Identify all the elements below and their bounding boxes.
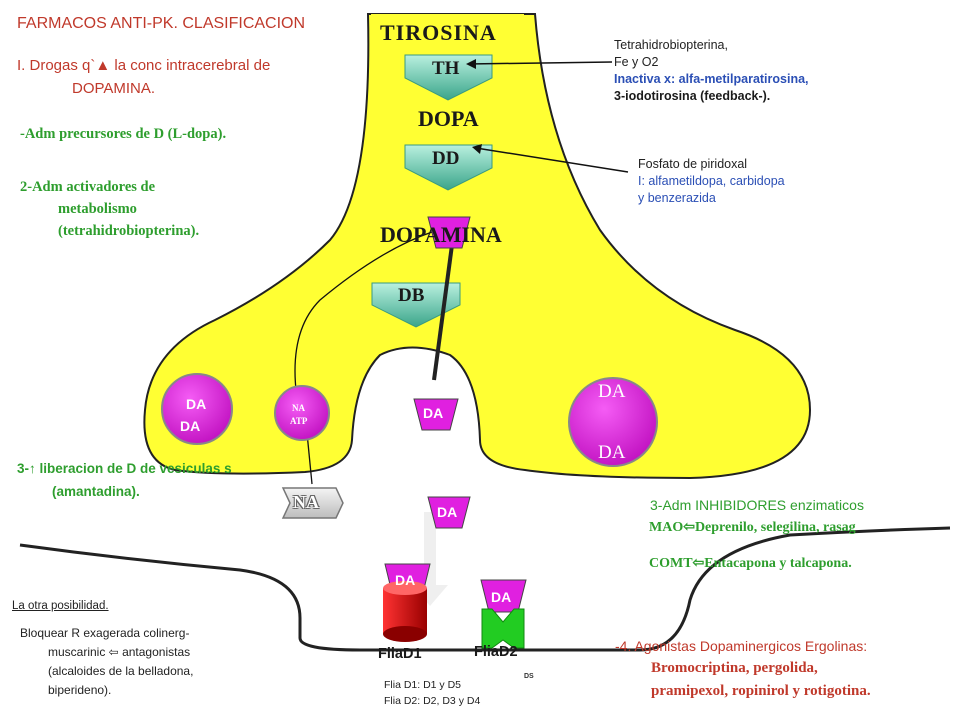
tirosina-box [371,14,524,48]
receptor-d2-label: FliaD2 [474,644,518,660]
dopamine-marker [427,216,471,249]
da-label-4: DA [491,589,512,605]
db-label: DB [398,285,425,306]
other-line4: biperideno). [48,683,112,697]
inhibitors-heading: 3-Adm INHIBIDORES enzimaticos [650,497,864,513]
th-note-line3: Inactiva x: alfa-metilparatirosina, [614,72,809,86]
item2-line2: metabolismo [58,201,137,217]
other-line3: (alcaloides de la belladona, [48,664,194,678]
other-line2: muscarinic ⇦ antagonistas [48,645,191,659]
dd-note-line2: I: alfametildopa, carbidopa [638,174,785,188]
dd-note-line3: y benzerazida [638,191,716,205]
inhibitors-comt: COMT⇦Entacapona y talcapona. [649,556,852,571]
receptor-d1-label: FliaD1 [378,646,422,662]
other-line1: Bloquear R exagerada colinerg- [20,626,190,640]
vesicle-uptake-curve [294,231,433,391]
item2-line1: 2-Adm activadores de [20,179,156,195]
th-pointer-head [466,59,476,69]
tirosina-label: TIROSINA [380,20,497,45]
receptor-ds-label: DS [524,673,534,680]
agonists-line2: pramipexol, ropinirol y rotigotina. [651,683,871,699]
vesicle-right-da1: DA [598,381,626,402]
th-note-line1: Tetrahidrobiopterina, [614,38,728,52]
vesicle-na: NA [292,403,305,413]
item3-line1: 3-↑ liberacion de D de vesiculas s [17,461,232,476]
agonists-heading: -4. Agonistas Dopaminergicos Ergolinas: [615,638,868,654]
th-note-line4: 3-iodotirosina (feedback-). [614,89,771,103]
da-label-1: DA [423,405,444,421]
da-label-2: DA [437,504,458,520]
dopamina-label: DOPAMINA [380,222,502,247]
da-label-3: DA [395,572,416,588]
dd-pointer-head [472,144,482,154]
item1-text: -Adm precursores de D (L-dopa). [20,126,227,142]
other-heading: La otra posibilidad. [12,600,109,612]
th-label: TH [432,58,460,79]
vesicle-atp: ATP [290,416,308,426]
dd-note-line1: Fosfato de piridoxal [638,157,748,171]
dd-label: DD [432,148,460,169]
receptor-d2 [481,608,525,649]
vesicle-na-atp [274,385,330,441]
vesicle-right-da2: DA [598,442,626,463]
da-marker-2 [427,496,471,529]
section1-line1: I. Drogas q`▲ la conc intracerebral de [17,57,271,74]
vesicle-left-da1: DA [186,396,207,412]
postsynaptic-membrane [19,526,951,652]
item2-line3: (tetrahidrobiopterina). [58,223,200,239]
na-label: NA [293,492,319,512]
vesicle-left [161,373,233,445]
th-arrow [404,54,493,101]
da-marker-1 [413,398,459,431]
dopa-label: DOPA [418,106,479,131]
dd-arrow [404,144,493,191]
vesicle-left-da2: DA [180,418,201,434]
page-title: FARMACOS ANTI-PK. CLASIFICACION [17,15,306,32]
section1-line2: DOPAMINA. [72,80,156,97]
vesicle-right [568,377,658,467]
receptor-note-2: Flia D2: D2, D3 y D4 [384,695,481,707]
th-note-line2: Fe y O2 [614,55,659,69]
dopamine-release-line [432,244,454,381]
receptor-note-1: Flia D1: D1 y D5 [384,679,462,691]
inhibitors-mao: MAO⇦Deprenilo, selegilina, rasag [649,520,856,535]
agonists-line1: Bromocriptina, pergolida, [651,660,818,676]
presynaptic-terminal [143,13,812,480]
item3-line2: (amantadina). [52,484,140,499]
cleft-arrow [412,512,448,606]
dd-pointer-line [475,147,629,173]
na-shape [281,487,344,519]
th-pointer-line [467,61,613,65]
receptor-d1 [383,581,427,642]
